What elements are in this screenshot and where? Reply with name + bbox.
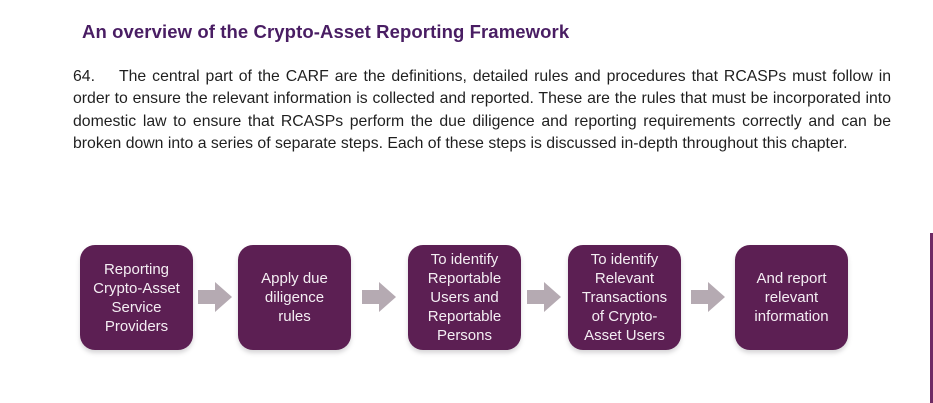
flow-step-report-information: And report relevant information (735, 245, 848, 350)
flow-arrow-icon (527, 282, 561, 312)
flow-step-label: Reporting Crypto-Asset Service Providers (93, 260, 180, 335)
flow-step-label: To identify Reportable Users and Reporta… (427, 251, 502, 344)
flow-step-identify-reportable-users: To identify Reportable Users and Reporta… (408, 245, 521, 350)
flow-arrow-icon (198, 282, 232, 312)
flow-step-label: To identify Relevant Transactions of Cry… (581, 251, 668, 344)
paragraph-64: 64.The central part of the CARF are the … (73, 66, 891, 155)
flow-arrow-icon (362, 282, 396, 312)
page-edge-rule (930, 233, 933, 403)
flow-step-reporting-providers: Reporting Crypto-Asset Service Providers (80, 245, 193, 350)
paragraph-number: 64. (73, 68, 95, 85)
paragraph-text: The central part of the CARF are the def… (73, 68, 891, 152)
flow-step-label: Apply due diligence rules (261, 270, 328, 325)
section-heading: An overview of the Crypto-Asset Reportin… (82, 21, 570, 42)
flow-arrow-icon (691, 282, 725, 312)
flow-step-due-diligence: Apply due diligence rules (238, 245, 351, 350)
carf-steps-diagram: Reporting Crypto-Asset Service Providers… (80, 245, 850, 350)
flow-step-label: And report relevant information (754, 270, 829, 325)
flow-step-identify-relevant-transactions: To identify Relevant Transactions of Cry… (568, 245, 681, 350)
